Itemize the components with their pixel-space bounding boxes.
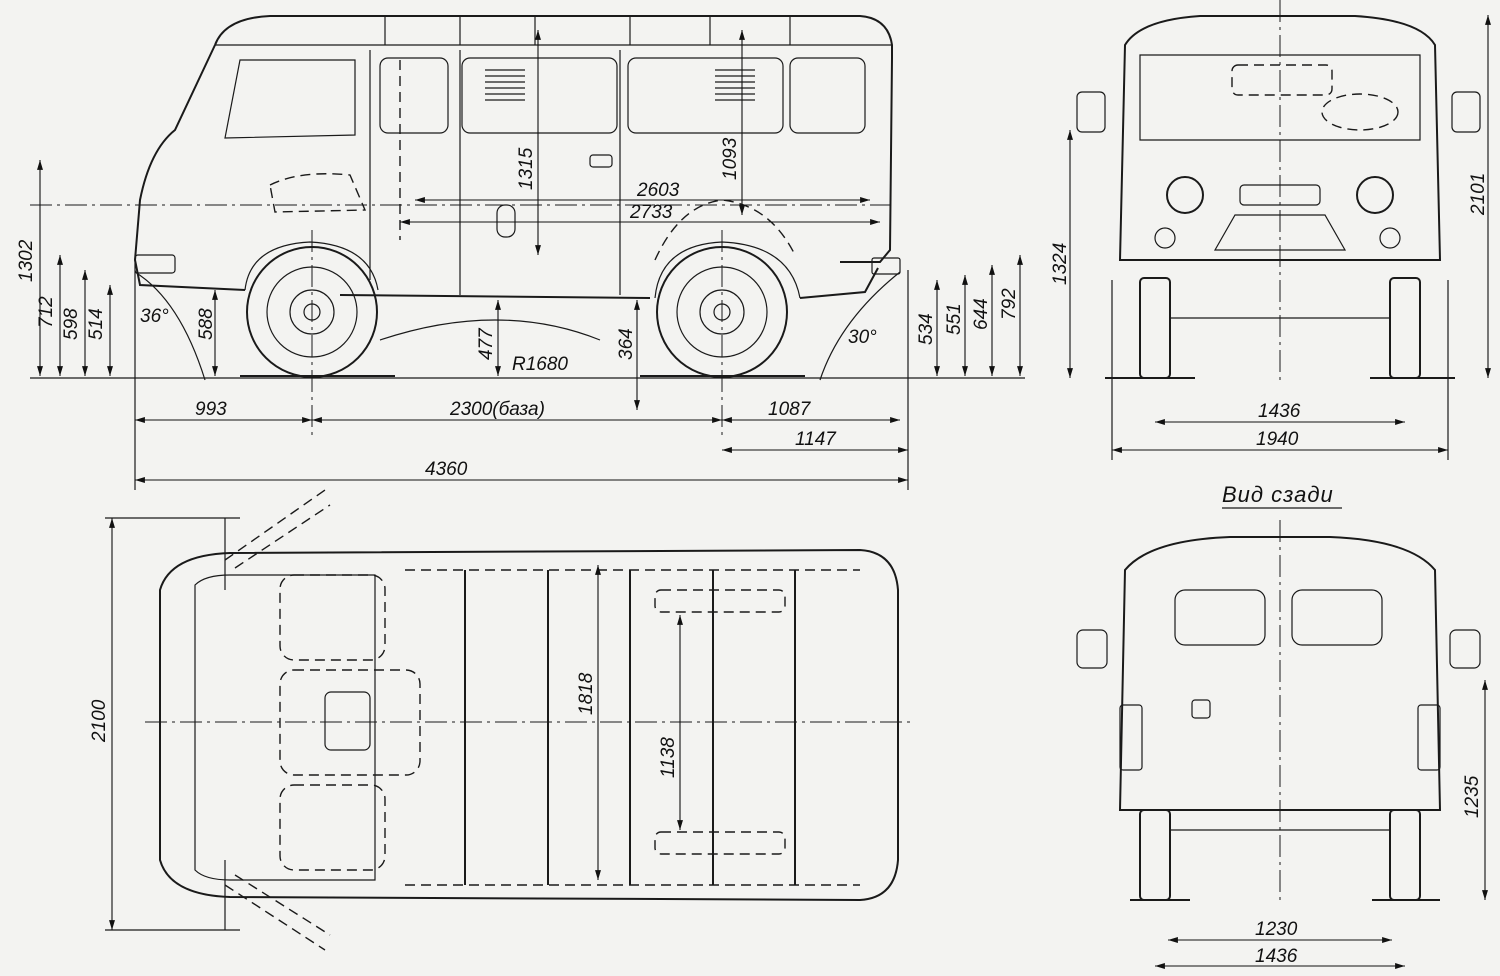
dim-644: 644	[971, 298, 992, 330]
dim-2101: 2101	[1468, 173, 1489, 216]
dim-712: 712	[36, 296, 57, 328]
departure-angle: 30°	[848, 327, 877, 348]
dim-477: 477	[476, 327, 497, 360]
dim-1087: 1087	[768, 399, 812, 420]
dim-overall-width: 1940	[1256, 429, 1299, 450]
dim-front-track: 1436	[1258, 401, 1301, 422]
dim-top-width: 2100	[89, 699, 110, 743]
dim-1138: 1138	[658, 737, 679, 778]
rear-view: Вид сзади 1235 1230 1436	[1076, 482, 1488, 969]
side-view: 993 2300(база) 1087 1147 4360 2603 2733 …	[16, 15, 1025, 490]
top-view: 2100 1818 1138	[89, 489, 915, 951]
dim-551: 551	[944, 303, 965, 335]
rear-view-caption: Вид сзади	[1222, 482, 1334, 507]
dim-1315: 1315	[516, 147, 537, 190]
front-view: 1324 2101 1436 1940	[1050, 0, 1491, 460]
dim-1235: 1235	[1462, 775, 1483, 818]
ramp-radius: R1680	[512, 354, 568, 375]
dim-1324: 1324	[1050, 243, 1071, 285]
dim-1818: 1818	[576, 672, 597, 715]
dim-2603: 2603	[636, 180, 680, 201]
dim-rear-track-inner: 1230	[1255, 919, 1298, 940]
dim-364: 364	[616, 328, 637, 360]
dim-598: 598	[61, 308, 82, 340]
dim-1302: 1302	[16, 239, 37, 282]
dim-overall-length: 4360	[425, 459, 468, 480]
dim-993: 993	[195, 399, 227, 420]
dim-rear-track: 1436	[1255, 946, 1298, 967]
dim-792: 792	[999, 288, 1020, 320]
dim-1147: 1147	[795, 429, 837, 450]
dim-2733: 2733	[629, 202, 673, 223]
dim-wheelbase: 2300(база)	[449, 399, 545, 420]
dim-514: 514	[86, 308, 107, 340]
dim-588: 588	[196, 308, 217, 340]
dim-1093: 1093	[720, 137, 741, 180]
approach-angle: 36°	[140, 306, 169, 327]
dim-534: 534	[916, 313, 937, 345]
